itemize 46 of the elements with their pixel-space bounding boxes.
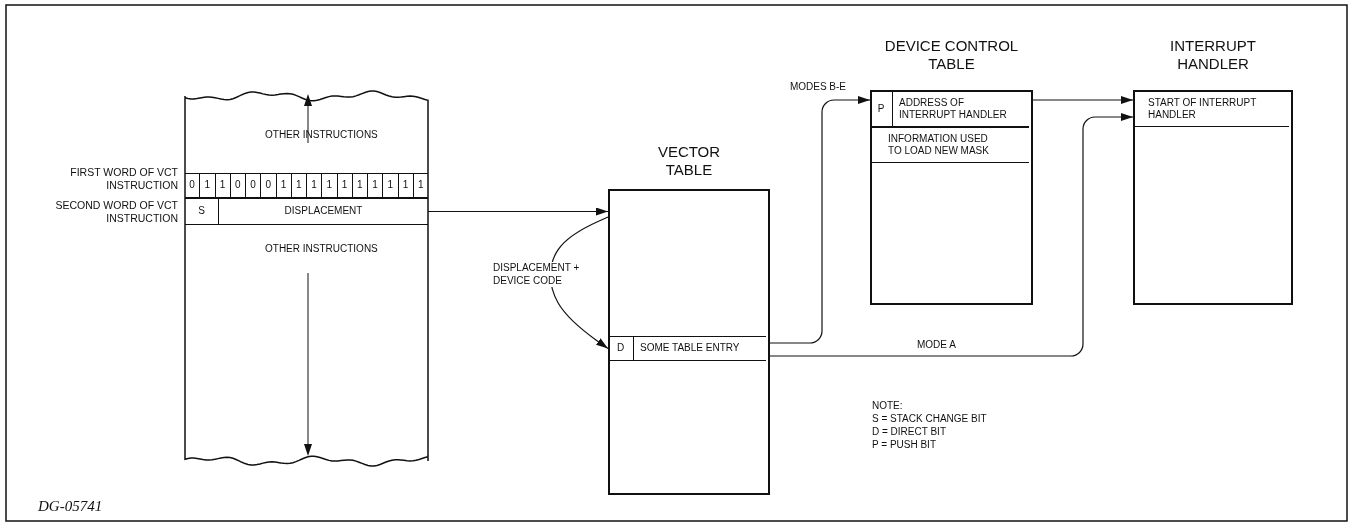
column-text: OTHER INSTRUCTIONS <box>265 129 379 142</box>
bit-value: 1 <box>290 174 306 197</box>
bit-value: 0 <box>188 178 196 193</box>
bit-value: 1 <box>367 174 383 197</box>
note-text: S = STACK CHANGE BIT <box>872 413 987 426</box>
bit-value: 1 <box>321 174 337 197</box>
field-text: DISPLACEMENT <box>218 199 428 224</box>
row-caption: FIRST WORD OF VCT INSTRUCTION <box>69 166 178 193</box>
table-row <box>608 336 766 361</box>
bit-value: 1 <box>351 174 367 197</box>
table-row <box>185 198 428 225</box>
bit-value: 0 <box>260 174 276 197</box>
bit-value: 0 <box>229 174 245 197</box>
arrow <box>427 207 609 216</box>
note-text: D = DIRECT BIT <box>872 426 946 439</box>
bit-value: 1 <box>412 174 428 197</box>
bit-value: 1 <box>336 174 352 197</box>
table-heading: VECTOR TABLE <box>656 143 722 179</box>
flag-letter: S <box>197 204 206 219</box>
flag-letter: P <box>876 101 886 116</box>
table-row <box>870 127 1029 163</box>
table-heading: INTERRUPT HANDLER <box>1169 37 1257 73</box>
figure-number: DG-05741 <box>38 497 103 516</box>
bit-value: 1 <box>306 174 322 197</box>
bit-value: 1 <box>382 174 398 197</box>
arrow <box>1032 96 1134 104</box>
field-text: SOME TABLE ENTRY <box>633 337 766 360</box>
field-text: ADDRESS OF INTERRUPT HANDLER <box>892 92 1029 126</box>
flag-letter: D <box>615 341 626 356</box>
column-text: OTHER INSTRUCTIONS <box>265 243 379 256</box>
bit-value: 1 <box>275 174 291 197</box>
row-caption: SECOND WORD OF VCT INSTRUCTION <box>54 199 178 226</box>
table-row <box>870 92 1029 127</box>
field-text: START OF INTERRUPT HANDLER <box>1147 95 1258 122</box>
arrow <box>769 113 1134 357</box>
note-text: NOTE: <box>872 400 903 413</box>
bit-value: 1 <box>397 174 413 197</box>
bit-value: 1 <box>199 174 215 197</box>
bit-value: 1 <box>214 174 230 197</box>
table-heading: DEVICE CONTROL TABLE <box>883 37 1020 73</box>
note-text: P = PUSH BIT <box>872 439 936 452</box>
memory-block <box>185 88 428 470</box>
table-row <box>185 173 428 198</box>
bit-value: 0 <box>245 174 261 197</box>
field-text: INFORMATION USED TO LOAD NEW MASK <box>887 131 990 158</box>
arrow <box>769 96 871 344</box>
